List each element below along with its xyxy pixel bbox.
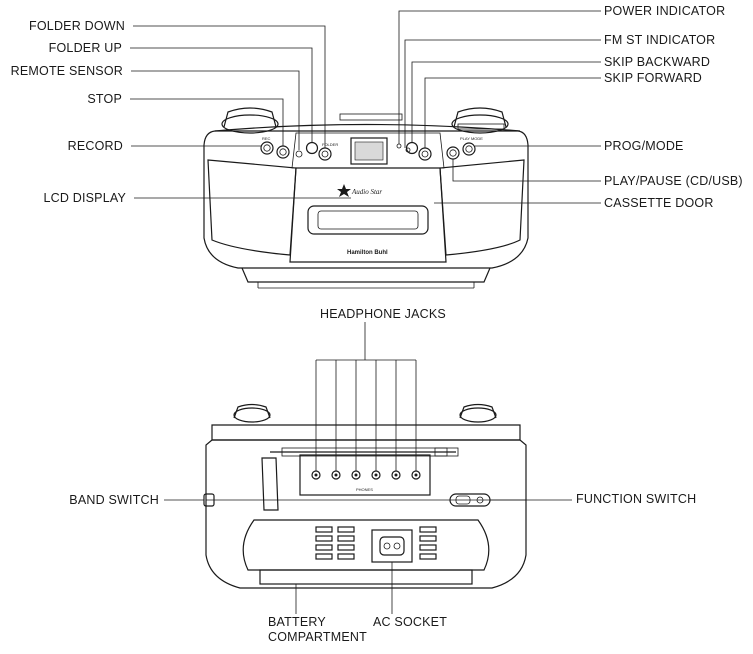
rear-boombox: PHONES xyxy=(203,403,527,589)
front-boombox: REC FOLDER PLAY MODE Audio Star Hamilton… xyxy=(203,107,529,289)
record-button xyxy=(260,141,274,155)
skip-forward-button xyxy=(418,147,432,161)
label-band-switch: BAND SWITCH xyxy=(69,493,159,507)
label-battery-line2: COMPARTMENT xyxy=(268,630,367,644)
label-battery-line1: BATTERY xyxy=(268,615,326,629)
label-fm-st-indicator: FM ST INDICATOR xyxy=(604,33,716,47)
label-play-pause: PLAY/PAUSE (CD/USB) xyxy=(604,174,743,188)
folder-mark: FOLDER xyxy=(322,142,338,147)
battery-compartment xyxy=(242,519,490,571)
lcd-screen xyxy=(350,137,388,165)
right-handle-pad xyxy=(451,114,509,134)
ac-socket xyxy=(371,529,413,563)
front-foot xyxy=(241,267,491,283)
maker-logo: Hamilton Buhl xyxy=(347,250,388,256)
label-lcd-display: LCD DISPLAY xyxy=(43,191,126,205)
left-speaker-grille xyxy=(207,159,297,256)
front-leader-lines xyxy=(130,10,601,204)
folder-up-button xyxy=(305,141,319,155)
cassette-window xyxy=(307,205,429,235)
label-skip-backward: SKIP BACKWARD xyxy=(604,55,711,69)
play-pause-button xyxy=(446,146,460,160)
rec-mark: REC xyxy=(262,136,271,141)
brand-star-logo xyxy=(337,184,351,197)
label-ac-socket: AC SOCKET xyxy=(373,615,448,629)
stop-button xyxy=(276,145,290,159)
rear-top-lid xyxy=(211,424,521,441)
label-folder-down: FOLDER DOWN xyxy=(29,19,125,33)
label-function-switch: FUNCTION SWITCH xyxy=(576,492,697,506)
top-lid xyxy=(214,123,521,132)
label-skip-forward: SKIP FORWARD xyxy=(604,71,703,85)
folder-down-button xyxy=(318,147,332,161)
label-cassette-door: CASSETTE DOOR xyxy=(604,196,714,210)
label-power-indicator: POWER INDICATOR xyxy=(604,4,726,18)
skip-backward-button xyxy=(405,141,419,155)
rear-body xyxy=(205,439,527,589)
left-handle-pad xyxy=(221,114,279,134)
label-headphone-jacks: HEADPHONE JACKS xyxy=(320,307,446,321)
label-folder-up: FOLDER UP xyxy=(48,41,122,55)
brand-name: Audio Star xyxy=(351,188,382,196)
rear-leader-lines xyxy=(164,322,572,614)
headphone-jack-panel xyxy=(299,454,431,496)
control-panel xyxy=(291,132,445,169)
label-prog-mode: PROG/MODE xyxy=(604,139,684,153)
remote-sensor-window xyxy=(295,150,303,158)
phones-mark: PHONES xyxy=(356,487,373,492)
label-record: RECORD xyxy=(67,139,123,153)
front-body xyxy=(203,130,529,269)
cd-lid-ridge xyxy=(339,113,403,121)
play-mode-mark: PLAY MODE xyxy=(460,136,483,141)
label-stop: STOP xyxy=(87,92,122,106)
cassette-door-outline xyxy=(289,167,447,263)
label-remote-sensor: REMOTE SENSOR xyxy=(10,64,123,78)
power-indicator-led xyxy=(396,143,402,149)
prog-mode-button xyxy=(462,142,476,156)
